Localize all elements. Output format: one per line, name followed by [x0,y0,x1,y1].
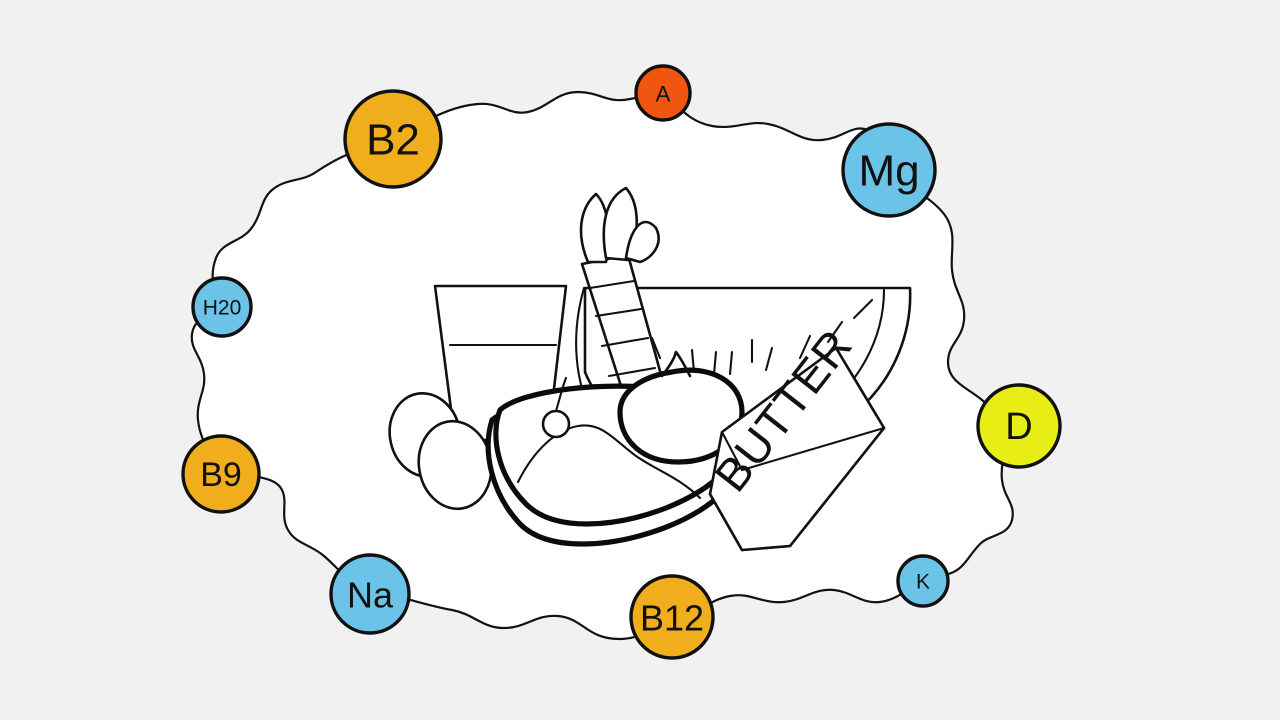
tomato [617,350,745,465]
seed [826,320,844,344]
nutrient-badge-d[interactable]: D [976,383,1062,469]
badge-circle-a[interactable] [634,64,692,122]
nutrient-badge-a[interactable]: A [634,64,692,122]
nutrient-badge-h20[interactable]: H20 [191,276,253,338]
food-illustration: BUTTER [388,186,912,552]
bread-hole-trail [554,376,568,413]
badge-label-na: Na [347,575,394,616]
nutrient-badge-b12[interactable]: B12 [629,574,715,660]
carrot-ridge [600,336,650,348]
seed [798,334,812,360]
badge-circle-k[interactable] [896,554,950,608]
nutrient-badge-na[interactable]: Na [329,553,411,635]
tomato-body [617,367,745,465]
badge-label-b12: B12 [640,598,704,639]
bread-crumb-line [516,424,702,500]
bread-hole [541,409,571,439]
carrot-ridge [594,307,643,318]
carrot-ridge [607,366,657,378]
badge-circle-mg[interactable] [841,122,937,218]
eggs [388,391,493,511]
nutrient-badge-k[interactable]: K [896,554,950,608]
butter-edge-line [740,426,886,472]
badge-label-b2: B2 [366,116,420,165]
badge-label-b9: B9 [200,456,242,494]
badge-circle-na[interactable] [329,553,411,635]
badge-circle-b9[interactable] [181,434,261,514]
badge-circle-h20[interactable] [191,276,253,338]
nutrient-badge-b2[interactable]: B2 [343,89,443,189]
carrot-ridge [588,279,636,290]
carrot-ridges [588,279,657,378]
badge-circle-b2[interactable] [343,89,443,189]
badge-label-a: A [656,82,671,107]
seed [712,350,718,376]
butter-fold-line [720,430,744,472]
carrot-leaf-right [624,220,660,264]
badge-label-h20: H20 [203,297,242,320]
badge-circle-d[interactable] [976,383,1062,469]
seed [650,336,662,360]
seed [852,298,874,320]
nutrient-badge-b9[interactable]: B9 [181,434,261,514]
seed [764,346,774,372]
badge-label-mg: Mg [858,147,919,196]
nutrient-badge-mg[interactable]: Mg [841,122,937,218]
badge-circle-b12[interactable] [629,574,715,660]
badge-label-d: D [1005,406,1032,448]
tomato-top-notch [660,350,692,378]
badge-label-k: K [916,571,930,594]
seed [728,350,734,376]
